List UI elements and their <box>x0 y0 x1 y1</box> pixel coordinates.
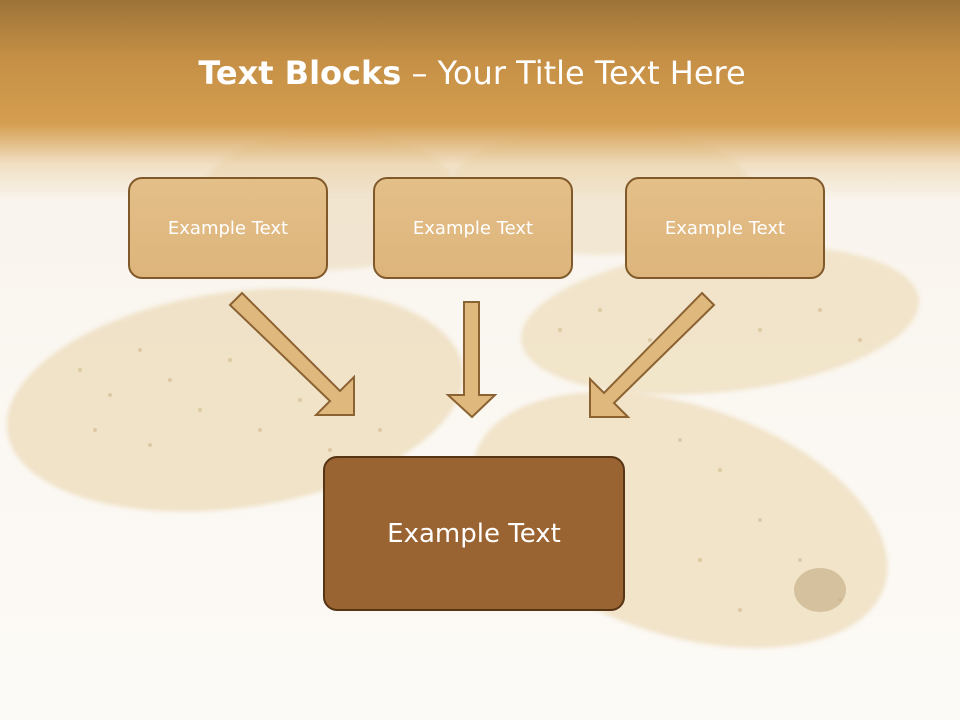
slide-title: Text Blocks – Your Title Text Here <box>0 54 944 92</box>
text-block-right[interactable]: Example Text <box>625 177 825 279</box>
text-block-main[interactable]: Example Text <box>323 456 625 611</box>
header-band <box>0 0 960 200</box>
arrow-left <box>228 291 355 416</box>
text-block-left[interactable]: Example Text <box>128 177 328 279</box>
title-separator: – <box>401 54 438 92</box>
almond-shape <box>520 245 920 395</box>
title-rest: Your Title Text Here <box>437 54 746 92</box>
almond-tip <box>794 568 846 612</box>
title-bold: Text Blocks <box>198 54 402 92</box>
arrow-right <box>589 291 716 418</box>
text-block-middle[interactable]: Example Text <box>373 177 573 279</box>
almond-shape <box>6 288 464 512</box>
arrow-middle <box>445 301 498 419</box>
